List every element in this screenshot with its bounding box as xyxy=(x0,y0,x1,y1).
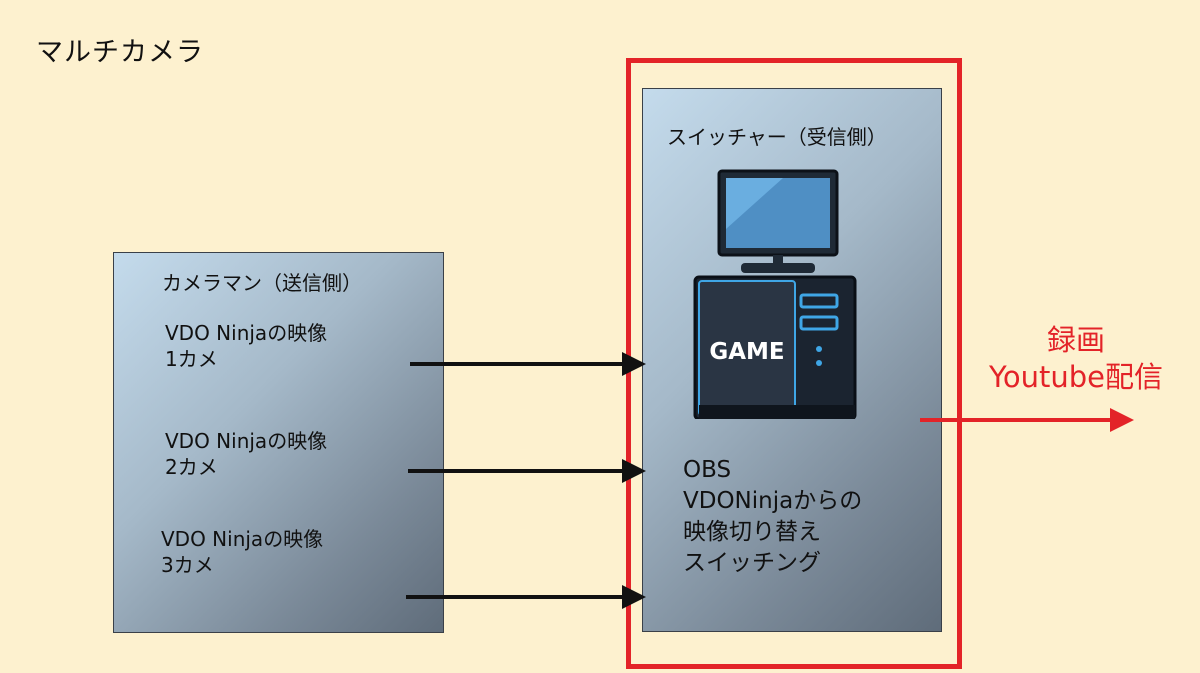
pc-label: GAME xyxy=(709,339,784,365)
sender-label: カメラマン（送信側） xyxy=(162,271,362,295)
desc-line-1: OBS xyxy=(683,457,732,483)
camera-1-source: VDO Ninjaの映像 xyxy=(165,321,328,345)
receiver-description: OBS VDONinjaからの 映像切り替え スイッチング xyxy=(683,455,862,579)
diagram-title: マルチカメラ xyxy=(36,37,204,68)
gaming-pc-icon: GAME xyxy=(693,169,857,419)
camera-2-label: VDO Ninjaの映像 2カメ xyxy=(165,428,327,480)
camera-3-label: VDO Ninjaの映像 3カメ xyxy=(161,526,323,578)
output-record: 録画 xyxy=(1046,323,1105,357)
camera-3-name: 3カメ xyxy=(161,553,214,577)
camera-1-label: VDO Ninjaの映像 1カメ xyxy=(165,320,327,372)
camera-3-source: VDO Ninjaの映像 xyxy=(161,527,324,551)
camera-2-name: 2カメ xyxy=(165,455,218,479)
receiver-box: スイッチャー（受信側） GAME OBS VDONinjaからの 映像切り替え … xyxy=(642,88,942,632)
output-label: 録画 Youtube配信 xyxy=(970,322,1182,396)
sender-box: カメラマン（送信側） xyxy=(113,252,444,633)
camera-2-source: VDO Ninjaの映像 xyxy=(165,429,328,453)
camera-1-name: 1カメ xyxy=(165,347,218,371)
desc-line-2: VDONinjaからの xyxy=(683,488,863,514)
desc-line-3: 映像切り替え xyxy=(683,519,821,545)
desc-line-4: スイッチング xyxy=(683,550,821,576)
receiver-label: スイッチャー（受信側） xyxy=(667,125,887,149)
output-stream: Youtube配信 xyxy=(989,360,1163,394)
